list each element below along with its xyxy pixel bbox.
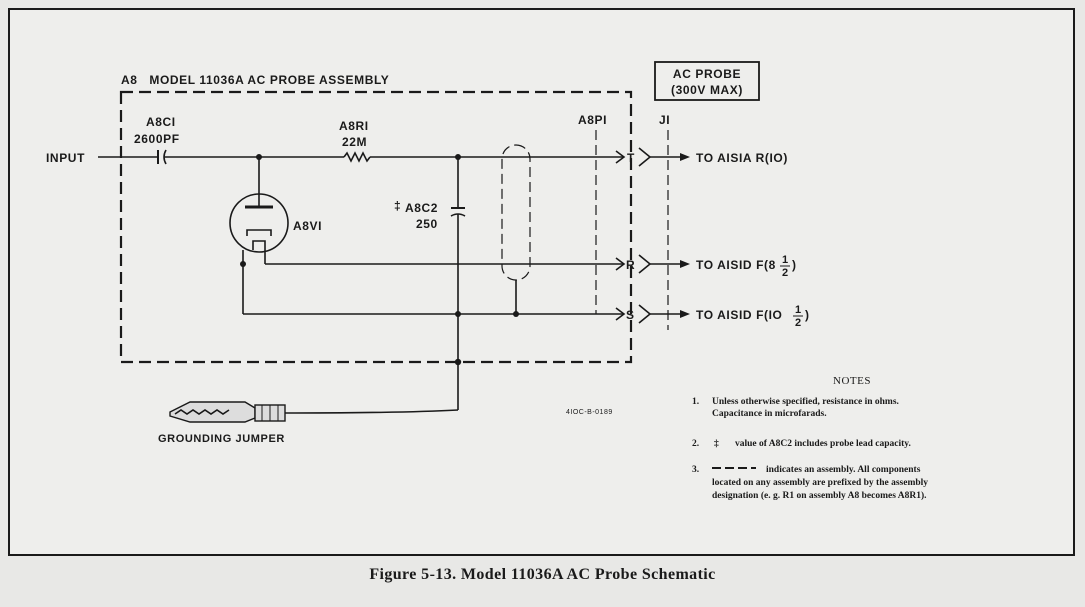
drawing-number: 4IOC-B-0189: [566, 409, 613, 416]
half-den: 2: [795, 317, 802, 329]
note-3-num: 3.: [692, 465, 699, 475]
pin-r: [615, 254, 690, 274]
note-1-num: 1.: [692, 397, 699, 407]
schematic-frame: [8, 8, 1075, 556]
grounding-label: GROUNDING JUMPER: [158, 433, 285, 445]
note-3-line1: indicates an assembly. All components: [766, 465, 921, 475]
c2-value: 250: [416, 217, 438, 231]
c1-value: 2600PF: [134, 132, 180, 146]
half-num: 1: [782, 254, 789, 266]
pin-label-r: R: [626, 258, 635, 272]
notes-title: NOTES: [833, 375, 871, 387]
c1-ref: A8CI: [146, 115, 176, 129]
half-den: 2: [782, 267, 789, 279]
ac-probe-box: [654, 61, 760, 101]
p1-ref: A8PI: [578, 113, 607, 127]
pin-label-t: T: [627, 151, 635, 165]
note-2-mark: ‡: [714, 439, 719, 449]
note-3-line3: designation (e. g. R1 on assembly A8 bec…: [712, 490, 927, 501]
c2-ref: A8C2: [405, 201, 438, 215]
note-1-line2: Capacitance in microfarads.: [712, 409, 827, 419]
paren: ): [805, 308, 810, 322]
r1-ref: A8RI: [339, 119, 369, 133]
ac-probe-line2: (300V MAX): [671, 83, 743, 97]
vacuum-tube-a8v1: [229, 157, 289, 253]
output-t: TO AISIA R(IO): [696, 151, 788, 165]
half-num: 1: [795, 304, 802, 316]
output-s: TO AISID F(IO: [696, 308, 782, 322]
note-2-num: 2.: [692, 439, 699, 449]
note-1-line1: Unless otherwise specified, resistance i…: [712, 397, 899, 407]
pin-label-s: S: [626, 308, 635, 322]
r1-value: 22M: [342, 135, 367, 149]
j1-ref: JI: [659, 113, 670, 127]
note-3-line2: located on any assembly are prefixed by …: [712, 478, 928, 488]
ground-lead: [285, 409, 459, 414]
pin-t: [615, 147, 690, 167]
assembly-label: A8 MODEL 11036A AC PROBE ASSEMBLY: [121, 73, 389, 87]
resistor-a8r1: [343, 151, 371, 163]
figure-caption: Figure 5-13. Model 11036A AC Probe Schem…: [369, 566, 716, 583]
shielded-cable: [501, 144, 531, 281]
note-2-text: value of A8C2 includes probe lead capaci…: [735, 439, 911, 449]
output-r: TO AISID F(8: [696, 258, 776, 272]
input-label: INPUT: [46, 151, 85, 165]
paren: ): [792, 258, 797, 272]
ac-probe-line1: AC PROBE: [673, 67, 741, 81]
assembly-boundary: [119, 90, 633, 364]
pin-s: [615, 304, 690, 324]
tube-ref: A8VI: [293, 219, 322, 233]
c2-mark: ‡: [394, 199, 401, 213]
alligator-clip-icon: [169, 401, 286, 423]
